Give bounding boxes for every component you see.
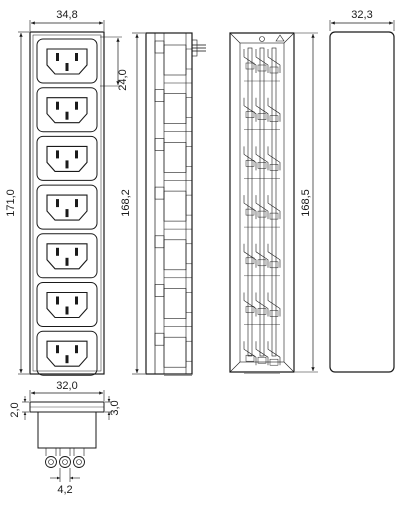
rear-terminal-group <box>243 49 281 82</box>
front-housing-inner <box>32 34 102 372</box>
c13-socket <box>36 330 98 376</box>
socket-slot <box>56 53 59 61</box>
side-socket-detail <box>154 89 193 132</box>
side-socket-detail <box>154 235 193 279</box>
rear-busbar-group <box>243 47 281 374</box>
front-housing <box>29 31 105 375</box>
side-socket-detail <box>154 186 193 230</box>
side-socket-detail <box>154 40 193 84</box>
socket-slot <box>75 53 78 61</box>
socket-slot <box>56 150 59 159</box>
socket-slot <box>56 199 59 208</box>
bottom-view: 32,0 2,0 3,0 4,2 <box>9 380 121 496</box>
rear-symbols <box>259 34 285 42</box>
socket-slot <box>75 296 78 305</box>
cover-view: 32,3 <box>329 9 395 373</box>
socket-slot <box>75 247 78 256</box>
c13-socket <box>36 135 98 181</box>
socket-slot <box>75 150 78 159</box>
bottom-width-label: 32,0 <box>56 380 77 392</box>
socket-slot <box>65 160 69 169</box>
front-width-dimension: 34,8 <box>29 9 105 31</box>
side-terminal-pins <box>191 39 206 57</box>
busbar <box>259 47 265 357</box>
rear-height-label: 168,5 <box>300 189 312 217</box>
socket-column <box>36 38 98 376</box>
side-height-label: 168,2 <box>120 189 132 217</box>
bottom-body <box>37 411 97 449</box>
socket-pitch-dimension: 24,0 <box>100 36 129 91</box>
socket-slot <box>56 101 59 110</box>
c13-socket <box>36 184 98 230</box>
rear-terminal-group <box>243 97 281 130</box>
rear-terminal-group <box>243 243 281 276</box>
cover-width-dimension: 32,3 <box>329 9 395 31</box>
side-socket-detail <box>154 138 193 181</box>
rear-terminal-group <box>243 195 281 228</box>
socket-slot <box>56 296 59 305</box>
socket-slot <box>75 345 78 354</box>
socket-slot <box>56 345 59 354</box>
socket-slot <box>65 63 69 71</box>
bottom-pins <box>45 448 85 468</box>
rear-housing <box>229 32 295 373</box>
side-body <box>145 32 193 375</box>
side-detail-group <box>154 40 193 376</box>
bottom-width-dimension: 32,0 <box>29 380 105 401</box>
rear-height-dimension: 168,5 <box>295 32 318 373</box>
busbar <box>247 47 253 357</box>
busbar <box>271 47 277 357</box>
cover-width-label: 32,3 <box>351 9 372 21</box>
c13-socket <box>36 282 98 327</box>
front-height-dimension: 171,0 <box>5 31 29 375</box>
c13-socket <box>36 233 98 279</box>
socket-slot <box>75 101 78 110</box>
side-view: 168,2 <box>120 32 206 376</box>
socket-slot <box>65 111 69 120</box>
socket-slot <box>65 209 69 218</box>
front-view: 34,8 24,0 171,0 <box>5 9 129 376</box>
side-socket-detail <box>154 332 193 376</box>
socket-slot <box>75 199 78 208</box>
rear-terminal-group <box>243 146 281 179</box>
side-flange <box>145 32 156 375</box>
socket-slot <box>65 257 69 266</box>
pin-spacing-dimension: 4,2 <box>50 468 80 496</box>
rear-terminal-group <box>243 292 281 325</box>
bottom-left-height-label: 2,0 <box>9 402 21 417</box>
cover-body <box>329 31 395 373</box>
socket-slot <box>65 355 69 364</box>
socket-slot <box>56 247 59 256</box>
bottom-right-height-label: 3,0 <box>109 400 121 415</box>
side-socket-detail <box>154 284 193 327</box>
pin-spacing-label: 4,2 <box>57 484 72 496</box>
c13-socket <box>36 38 98 84</box>
side-height-dimension: 168,2 <box>120 32 145 375</box>
socket-pitch-label: 24,0 <box>117 69 129 90</box>
bottom-right-height-dimension: 3,0 <box>105 396 121 420</box>
rear-terminal-group <box>243 341 281 374</box>
socket-slot <box>65 306 69 315</box>
rear-view: 168,5 <box>229 32 318 374</box>
c13-socket <box>36 87 98 133</box>
front-height-label: 171,0 <box>5 189 17 217</box>
bottom-left-height-dimension: 2,0 <box>9 396 29 420</box>
front-width-label: 34,8 <box>56 9 77 21</box>
